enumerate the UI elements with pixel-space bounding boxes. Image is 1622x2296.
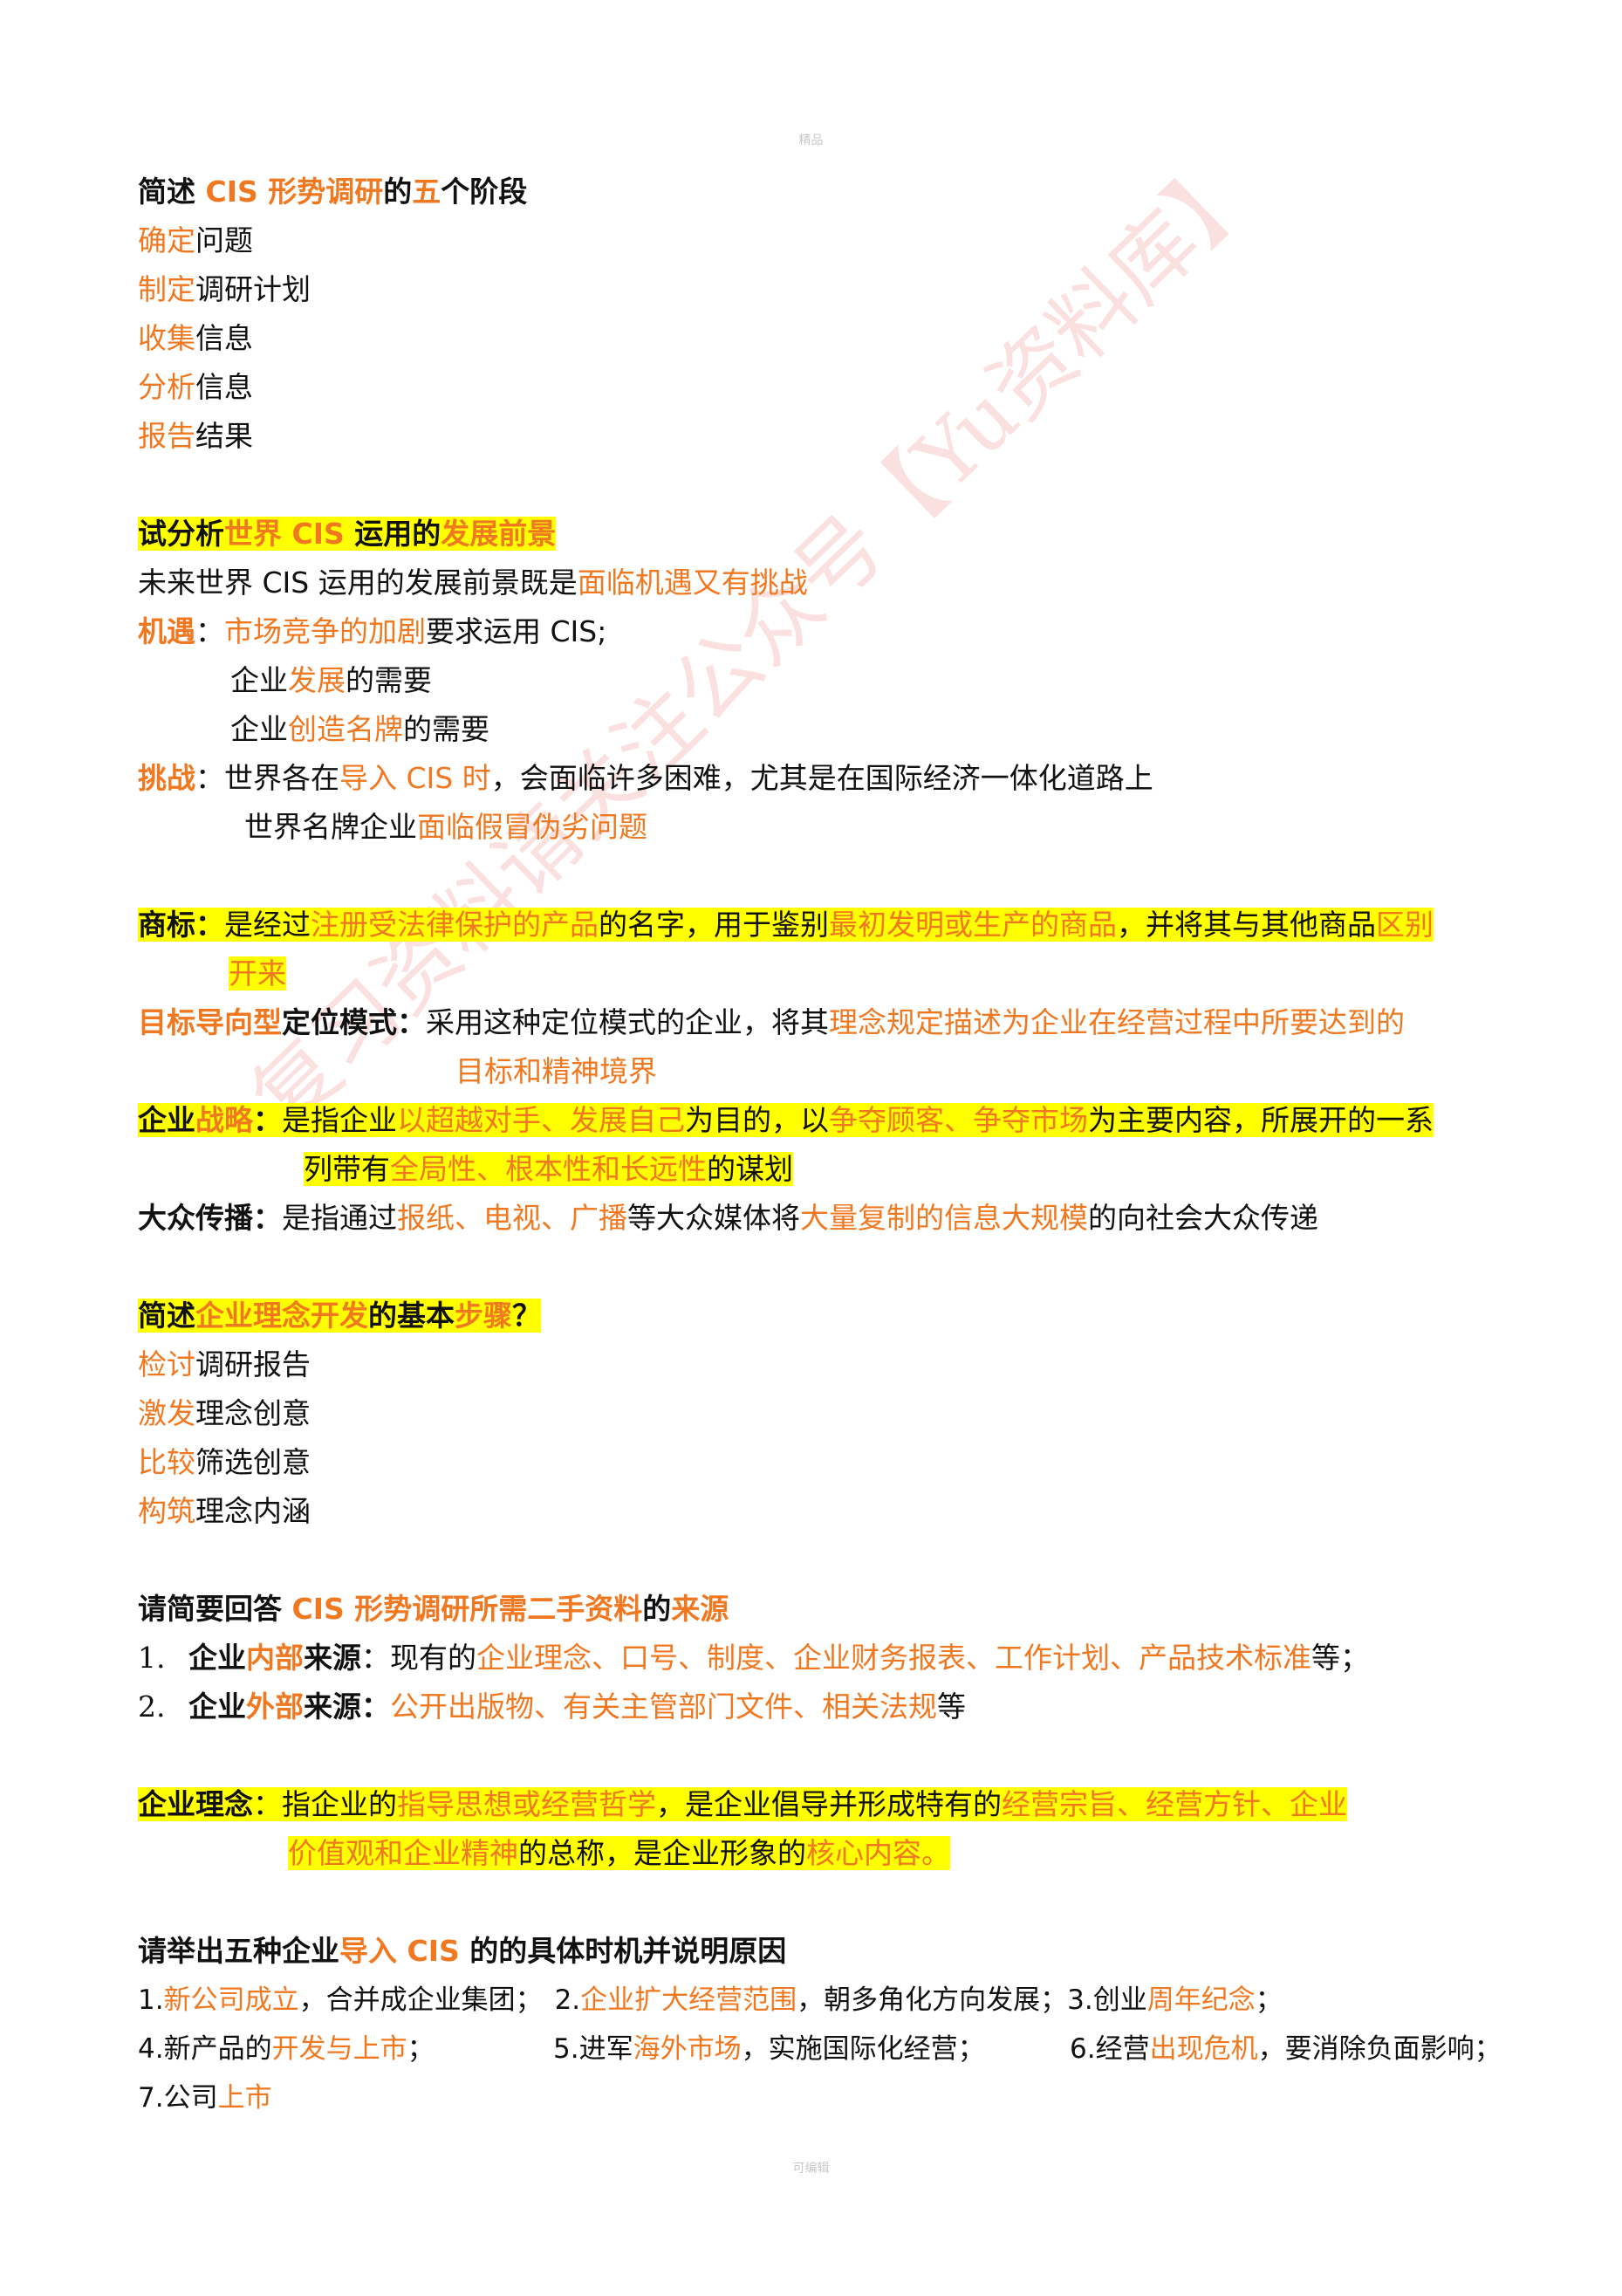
timing-row: 6.经营出现危机，要消除负面影响；	[1070, 2033, 1502, 2065]
list-item: 制定调研计划	[138, 272, 311, 306]
timing-row: 4.新产品的开发与上市；	[138, 2033, 435, 2065]
list-item: 收集信息	[138, 321, 253, 355]
page-footer: 可编辑	[792, 2162, 830, 2176]
definition-goal-oriented: 目标导向型定位模式：采用这种定位模式的企业，将其理念规定描述为企业在经营过程中所…	[138, 1005, 1405, 1039]
opportunity-line: 企业发展的需要	[230, 663, 432, 697]
section-title-secondary-sources: 请简要回答 CIS 形势调研所需二手资料的来源	[138, 1592, 729, 1626]
definition-mass-communication: 大众传播：是指通过报纸、电视、广播等大众媒体将大量复制的信息大规模的向社会大众传…	[138, 1201, 1318, 1235]
opportunity-line: 机遇：市场竞争的加剧要求运用 CIS;	[138, 614, 607, 648]
challenge-line: 世界名牌企业面临假冒伪劣问题	[244, 810, 647, 844]
challenge-line: 挑战：世界各在导入 CIS 时，会面临许多困难，尤其是在国际经济一体化道路上	[138, 761, 1153, 795]
section-title-world-cis-prospects: 试分析世界 CIS 运用的发展前景	[138, 517, 557, 551]
timing-row: 7.公司上市	[138, 2082, 272, 2114]
timing-row: 1.新公司成立，合并成企业集团；2.企业扩大经营范围，朝多角化方向发展；3.创业…	[138, 1984, 1283, 2016]
list-item: 激发理念创意	[138, 1396, 311, 1430]
section-title-cis-research-stages: 简述 CIS 形势调研的五个阶段	[138, 175, 528, 209]
definition-trademark: 商标：是经过注册受法律保护的产品的名字，用于鉴别最初发明或生产的商品，并将其与其…	[138, 908, 1434, 942]
list-item: 构筑理念内涵	[138, 1494, 311, 1528]
section-title-concept-development: 简述企业理念开发的基本步骤？	[138, 1299, 541, 1333]
definition-trademark-cont: 开来	[229, 956, 286, 990]
definition-corporate-philosophy: 企业理念：指企业的指导思想或经营哲学，是企业倡导并形成特有的经营宗旨、经营方针、…	[138, 1787, 1347, 1821]
list-item: 报告结果	[138, 419, 253, 453]
page-header: 精品	[798, 134, 824, 147]
list-item-internal-source: 1.企业内部来源：现有的企业理念、口号、制度、企业财务报表、工作计划、产品技术标…	[138, 1641, 1369, 1675]
list-item: 比较筛选创意	[138, 1445, 311, 1479]
list-item: 检讨调研报告	[138, 1347, 311, 1381]
definition-strategy-cont: 列带有全局性、根本性和长远性的谋划	[304, 1152, 793, 1186]
list-item: 确定问题	[138, 223, 253, 257]
definition-corporate-philosophy-cont: 价值观和企业精神的总称，是企业形象的核心内容。	[288, 1836, 950, 1870]
section-title-cis-timing: 请举出五种企业导入 CIS 的的具体时机并说明原因	[138, 1934, 787, 1968]
list-item: 分析信息	[138, 370, 253, 404]
list-item-external-source: 2.企业外部来源：公开出版物、有关主管部门文件、相关法规等	[138, 1689, 966, 1724]
opportunity-line: 企业创造名牌的需要	[230, 712, 489, 746]
definition-strategy: 企业战略：是指企业以超越对手、发展自己为目的，以争夺顾客、争夺市场为主要内容，所…	[138, 1103, 1434, 1137]
paragraph-intro: 未来世界 CIS 运用的发展前景既是面临机遇又有挑战	[138, 565, 808, 600]
timing-row: 5.进军海外市场，实施国际化经营；	[553, 2033, 985, 2065]
definition-goal-oriented-cont: 目标和精神境界	[455, 1054, 657, 1088]
